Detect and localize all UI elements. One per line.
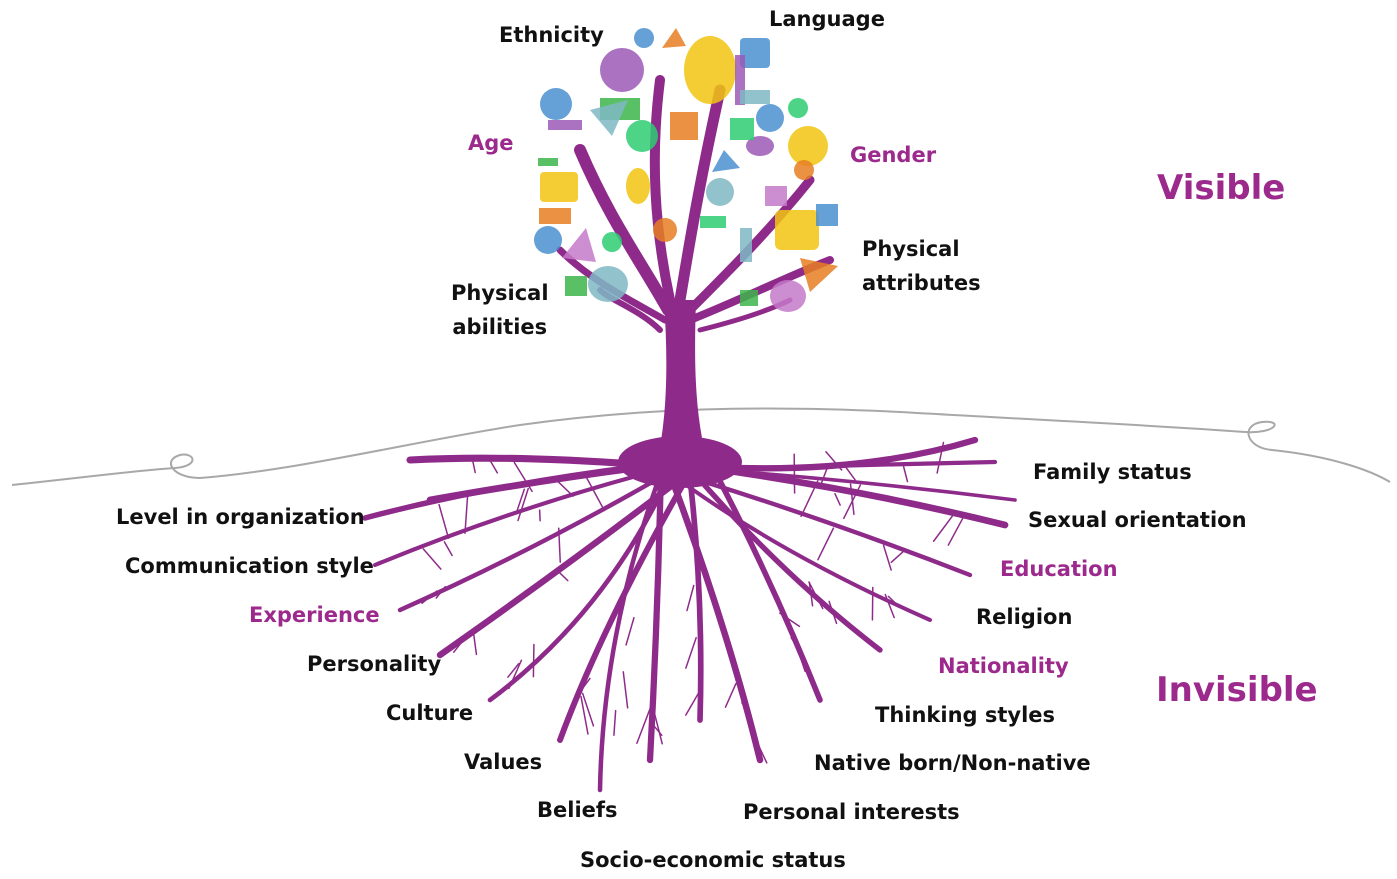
label-physical-abilities-line1: Physical [451,276,549,310]
rootlet-14-1 [835,494,840,505]
leaf-0 [600,48,644,92]
label-physical-abilities: Physical abilities [451,276,549,344]
leaf-35 [602,232,622,252]
label-age: Age [468,126,514,160]
tree-trunk [655,300,710,470]
leaf-27 [770,280,806,312]
rootlet-8-2 [686,638,696,668]
rootlet-19-1 [558,481,574,496]
rootlet-0-1 [517,489,524,510]
leaf-2 [662,28,686,48]
rootlet-16-2 [845,466,855,480]
leaf-9 [626,120,658,152]
branch-2 [655,80,670,300]
leaf-10 [670,112,698,140]
label-language: Language [769,2,885,36]
rootlet-13-1 [884,545,892,570]
leaf-20 [588,266,628,302]
label-socio-economic-status: Socio-economic status [580,843,846,877]
leaf-33 [712,150,740,172]
root-9 [668,469,760,760]
leaf-28 [740,290,758,306]
leaf-21 [565,276,587,296]
heading-visible: Visible [1157,168,1285,208]
rootlet-14-0 [948,517,963,545]
label-thinking-styles: Thinking styles [875,698,1055,732]
label-beliefs: Beliefs [537,793,618,827]
rootlet-5-1 [583,693,594,725]
leaf-14 [794,160,814,180]
leaf-17 [626,168,650,204]
leaf-16 [539,208,571,224]
rootlet-19-2 [586,477,604,511]
leaf-30 [765,186,787,206]
leaf-36 [548,120,582,130]
trunk-shape [655,300,710,470]
label-gender: Gender [850,138,936,172]
leaf-13 [788,126,828,166]
leaf-18 [534,226,562,254]
label-values: Values [464,745,542,779]
label-ethnicity: Ethnicity [499,18,604,52]
rootlet-4-1 [533,644,534,676]
leaf-37 [538,158,558,166]
label-personality: Personality [307,647,441,681]
leaf-19 [562,228,596,262]
leaf-38 [740,90,770,104]
root-8 [688,461,701,720]
label-experience: Experience [249,598,380,632]
leaf-23 [740,228,752,262]
leaf-29 [706,178,734,206]
label-education: Education [1000,552,1118,586]
rootlet-1-2 [423,549,441,569]
leaf-34 [700,216,726,228]
leaf-24 [775,210,819,250]
heading-invisible: Invisible [1156,670,1318,710]
rootlet-13-0 [818,528,834,560]
label-culture: Culture [386,696,473,730]
label-communication-style: Communication style [125,549,374,583]
rootlet-6-0 [623,672,627,708]
rootlet-18-2 [491,462,497,473]
label-physical-attributes-line2: attributes [862,266,981,300]
leaf-25 [816,204,838,226]
rootlet-1-0 [444,542,452,556]
tree-roots [365,436,1015,790]
rootlet-13-2 [891,552,903,562]
rootlet-8-1 [686,693,699,715]
label-native-born: Native born/Non-native [814,746,1091,780]
label-physical-attributes-line1: Physical [862,232,981,266]
leaf-32 [730,118,754,140]
rootlet-18-0 [473,461,475,472]
leaf-11 [756,104,784,132]
label-family-status: Family status [1033,455,1192,489]
rootlet-16-0 [903,465,907,482]
rootlet-9-2 [725,684,735,707]
rootlet-5-2 [581,697,588,734]
label-physical-attributes: Physical attributes [862,232,981,300]
rootlet-8-0 [687,585,694,610]
leaf-12 [788,98,808,118]
leaf-22 [653,218,677,242]
label-personal-interests: Personal interests [743,795,960,829]
leaf-15 [540,172,578,202]
label-physical-abilities-line2: abilities [451,310,549,344]
rootlet-6-1 [614,711,616,736]
label-sexual-orientation: Sexual orientation [1028,503,1247,537]
label-religion: Religion [976,600,1072,634]
rootlet-6-2 [626,618,634,645]
label-level-in-organization: Level in organization [116,500,365,534]
label-nationality: Nationality [938,649,1069,683]
leaf-3 [684,36,736,104]
leaf-7 [540,88,572,120]
rootlet-14-2 [934,515,953,541]
leaf-1 [634,28,654,48]
rootlet-0-2 [439,505,448,539]
